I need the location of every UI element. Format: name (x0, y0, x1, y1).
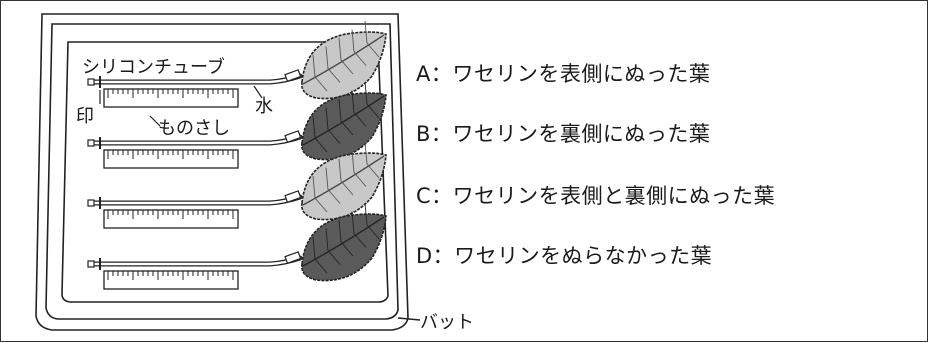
experiment-rows (87, 20, 387, 290)
row-d (87, 202, 387, 290)
leaf-vein (338, 158, 342, 182)
leaf-vein (312, 175, 316, 199)
leaf-midrib-b (302, 95, 385, 146)
leaf-c-label: C：ワセリンを表側と裏側にぬった葉 (416, 184, 776, 208)
leaf-vein (340, 120, 354, 136)
tray-outer-rim (35, 13, 409, 331)
tray (35, 13, 421, 331)
leaf-vein (325, 46, 329, 69)
leaf-vein (314, 197, 328, 213)
tube-inner-c (90, 195, 302, 205)
leaf-vein (338, 98, 342, 122)
connector-c (284, 190, 302, 203)
leaf-vein (364, 141, 368, 165)
leaf-d-label: D：ワセリンをぬらなかった葉 (416, 244, 713, 268)
leaf-midrib-d (302, 216, 385, 267)
leaf-vein (327, 189, 341, 204)
tube-end-c (87, 199, 95, 207)
tray-floor (61, 41, 389, 303)
leaf-vein (364, 81, 368, 105)
leaf-vein (366, 103, 380, 119)
leaf-vein (327, 250, 341, 265)
tube-end-a (87, 78, 95, 86)
leaf-a-label: A：ワセリンを表側にぬった葉 (416, 62, 711, 86)
leaf-vein (325, 228, 329, 251)
leaf-midrib-c (302, 155, 385, 206)
leaf-vein (327, 68, 341, 83)
tray-label-leader (397, 317, 421, 321)
leaf-vein (364, 202, 368, 226)
leaf-vein (314, 137, 328, 153)
leaf-vein (312, 236, 316, 260)
leaf-vein (353, 112, 367, 127)
leaf-vein (364, 20, 368, 44)
tray-label: バット (420, 312, 474, 333)
leaf-vein (366, 42, 380, 58)
leaf-a (300, 31, 387, 100)
row-a (87, 20, 387, 108)
water-leader (253, 85, 263, 99)
leaf-vein (366, 224, 380, 240)
leaf-vein (351, 90, 355, 113)
leaf-vein (312, 54, 316, 78)
leaf-vein (340, 59, 354, 75)
tube-end-b (87, 139, 95, 147)
leaf-vein (338, 37, 342, 61)
ruler-label: ものさし (158, 118, 230, 139)
tray-inner-rim (45, 23, 399, 320)
tube-inner-d (90, 256, 302, 266)
leaf-vein (353, 172, 367, 187)
leaf-vein (325, 167, 329, 190)
leaf-vein (353, 233, 367, 248)
leaf-vein (366, 163, 380, 179)
label-leaders (99, 85, 263, 127)
water-label: 水 (255, 96, 273, 117)
leaf-b-label: B：ワセリンを裏側にぬった葉 (416, 122, 711, 146)
leaf-vein (340, 241, 354, 257)
leaf-vein (314, 258, 328, 274)
connector-b (284, 130, 302, 143)
leaf-midrib-a (302, 34, 385, 85)
leaf-vein (351, 150, 355, 173)
leaf-d (300, 213, 387, 282)
leaf-vein (340, 180, 354, 196)
leaf-c (300, 152, 387, 221)
row-c (87, 141, 387, 229)
leaf-vein (338, 219, 342, 243)
leaf-vein (351, 211, 355, 234)
leaf-vein (325, 107, 329, 130)
tube-end-d (87, 260, 95, 268)
mark-label: 印 (76, 106, 94, 127)
connector-a (284, 69, 302, 82)
leaf-vein (353, 51, 367, 66)
leaf-vein (351, 29, 355, 52)
ruler-leader (149, 115, 161, 127)
tube-label: シリコンチューブ (82, 56, 225, 78)
connector-d (284, 251, 302, 264)
leaf-vein (312, 115, 316, 139)
leaf-vein (314, 76, 328, 92)
leaf-vein (327, 129, 341, 144)
